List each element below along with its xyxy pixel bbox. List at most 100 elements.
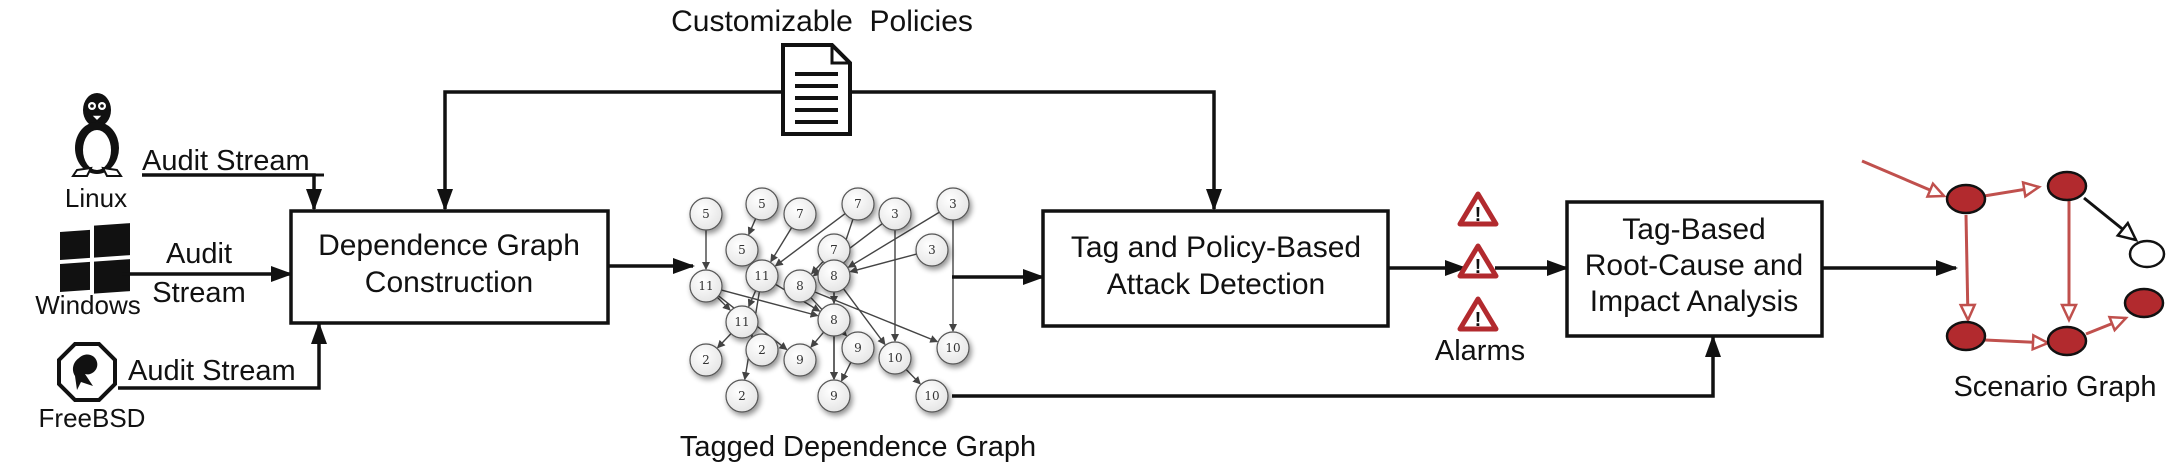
graph-node-label: 10 <box>924 389 939 403</box>
tpd-label-line2: Attack Detection <box>1107 268 1325 301</box>
scenario-node-white <box>2128 239 2166 269</box>
graph-node: 7 <box>841 187 875 221</box>
scenario-graph-label: Scenario Graph <box>1953 371 2156 403</box>
windows-label: Windows <box>35 290 140 320</box>
graph-edge <box>849 253 917 274</box>
graph-node-label: 3 <box>891 207 899 221</box>
graph-node-label: 8 <box>796 279 804 293</box>
alarms-label: Alarms <box>1435 335 1525 367</box>
dependence-graph-construction-box: Dependence Graph Construction <box>289 209 610 325</box>
rca-label-line1: Tag-Based <box>1622 213 1765 246</box>
graph-node: 3 <box>936 187 970 221</box>
policies-label: Customizable Policies <box>671 5 973 38</box>
policies-to-construction-arrow <box>437 90 783 211</box>
graph-edge <box>770 227 793 263</box>
graph-node-label: 10 <box>945 341 960 355</box>
rca-label-line3: Impact Analysis <box>1590 285 1798 318</box>
document-icon <box>781 43 852 136</box>
graph-node: 10 <box>936 331 970 365</box>
graph-node: 11 <box>745 259 779 293</box>
graph-node: 11 <box>725 305 759 339</box>
scenario-graph: Scenario Graph <box>1861 159 2166 403</box>
graph-node: 2 <box>745 333 779 367</box>
dgc-label-line2: Construction <box>365 266 533 299</box>
graph-node: 10 <box>915 379 949 413</box>
graph-node: 9 <box>841 331 875 365</box>
graph-edge <box>717 333 732 349</box>
graph-edge <box>742 291 761 381</box>
graph-node-label: 5 <box>758 197 766 211</box>
windows-stream-label-line2: Stream <box>152 277 245 309</box>
scenario-node <box>2123 287 2165 319</box>
graph-node-label: 8 <box>830 269 838 283</box>
scenario-edge <box>1861 159 1947 198</box>
graph-node-label: 9 <box>796 353 804 367</box>
scenario-node <box>1945 320 1987 352</box>
graph-node: 7 <box>783 197 817 231</box>
graph-node-label: 11 <box>734 315 749 329</box>
graph-node-label: 11 <box>754 269 769 283</box>
tpd-label-line1: Tag and Policy-Based <box>1071 231 1361 264</box>
graph-node-label: 2 <box>702 353 710 367</box>
scenario-node <box>2046 170 2088 202</box>
graph-node-label: 11 <box>698 279 713 293</box>
scenario-node <box>2046 325 2088 357</box>
scenario-node <box>1945 183 1987 215</box>
scenario-edge-black <box>2083 196 2139 242</box>
svg-text:!: ! <box>1475 256 1482 278</box>
freebsd-stream-arrow <box>118 322 327 390</box>
linux-stream-arrow <box>142 173 322 211</box>
graph-node-label: 9 <box>854 341 862 355</box>
graph-edge <box>840 361 852 382</box>
graph-node-label: 3 <box>928 243 936 257</box>
graph-to-analysis-arrow <box>952 335 1721 398</box>
graph-node: 2 <box>689 343 723 377</box>
graph-node: 3 <box>878 197 912 231</box>
graph-edge <box>842 288 886 346</box>
graph-edge <box>747 218 757 236</box>
graph-node: 5 <box>725 233 759 267</box>
graph-node: 3 <box>915 233 949 267</box>
attack-detection-box: Tag and Policy-Based Attack Detection <box>1041 209 1390 328</box>
graph-edge <box>774 213 846 267</box>
graph-node: 7 <box>817 233 851 267</box>
graph-node: 11 <box>689 269 723 303</box>
graph-node-label: 3 <box>949 197 957 211</box>
alarms: ! ! ! Alarms <box>1435 191 1525 367</box>
graph-node-label: 2 <box>738 389 746 403</box>
windows-stream-label-line1: Audit <box>166 238 232 270</box>
linux-audit-stream-label: Audit Stream <box>142 145 310 177</box>
windows-source: Windows Audit Stream <box>35 223 293 320</box>
customizable-policies: Customizable Policies <box>437 5 1222 211</box>
graph-node-label: 2 <box>758 343 766 357</box>
alarm-warning-icon: ! <box>1457 243 1499 279</box>
rca-label-line2: Root-Cause and <box>1585 249 1803 282</box>
graph-node-label: 7 <box>796 207 804 221</box>
graph-node-label: 7 <box>830 243 838 257</box>
alarm-warning-icon: ! <box>1457 296 1499 332</box>
graph-edge <box>905 368 921 385</box>
graph-node: 8 <box>817 259 851 293</box>
scenario-edge <box>1984 333 2051 352</box>
graph-node: 5 <box>689 197 723 231</box>
svg-text:!: ! <box>1475 309 1482 331</box>
freebsd-source: FreeBSD Audit Stream <box>39 322 327 433</box>
svg-text:!: ! <box>1475 204 1482 226</box>
graph-node-label: 7 <box>854 197 862 211</box>
graph-node: 8 <box>783 269 817 303</box>
alarm-warning-icon: ! <box>1457 191 1499 227</box>
graph-node: 9 <box>783 343 817 377</box>
linux-label: Linux <box>65 183 127 213</box>
graph-edge <box>716 296 731 311</box>
graph-edge <box>847 211 940 268</box>
graph-node-label: 9 <box>830 389 838 403</box>
graph-edge <box>814 291 939 343</box>
scenario-edge <box>2085 315 2129 336</box>
graph-node-label: 10 <box>887 351 902 365</box>
scenario-edge <box>1958 214 1977 323</box>
windows-logo-icon <box>60 223 130 294</box>
graph-node-label: 8 <box>830 313 838 327</box>
